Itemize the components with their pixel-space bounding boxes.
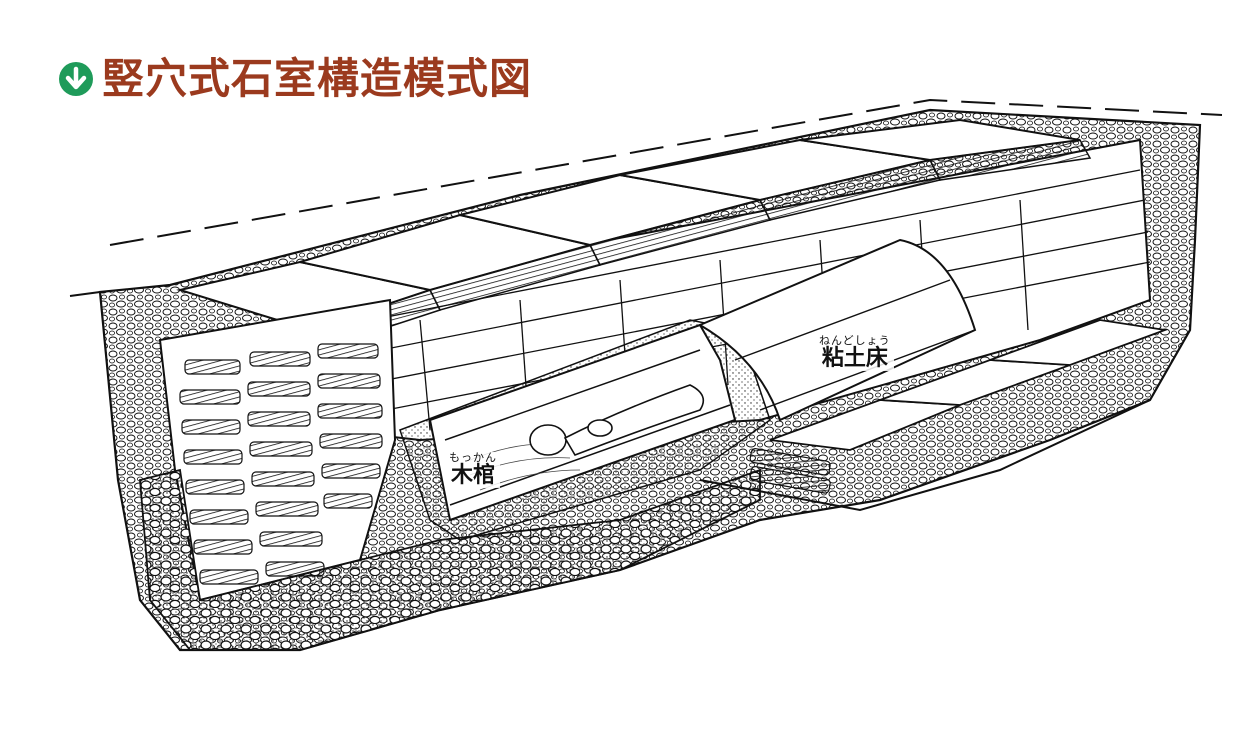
arrow-down-circle-icon: [59, 62, 93, 96]
page-title: 竪穴式石室構造模式図: [102, 54, 533, 103]
clay-bed-ruby: ねんどしょう: [819, 334, 891, 347]
clay-bed-text: 粘土床: [821, 346, 888, 371]
coffin-text: 木棺: [450, 463, 495, 488]
coffin-ruby: もっかん: [449, 451, 497, 464]
coffin-label: もっかん 木棺: [446, 452, 500, 488]
title-block: 竪穴式石室構造模式図: [58, 58, 532, 100]
clay-bed-label: ねんどしょう 粘土床: [816, 335, 894, 371]
